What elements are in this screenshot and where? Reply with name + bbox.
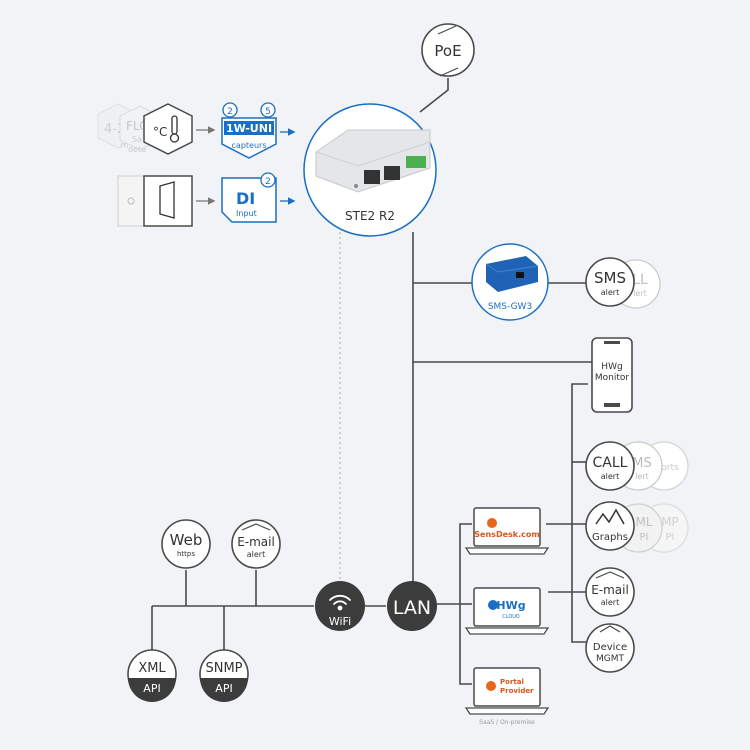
di-title: DI bbox=[236, 189, 255, 208]
wifi-icon bbox=[329, 594, 351, 611]
onewire-badge-right-text: 5 bbox=[265, 107, 271, 117]
device-mgmt-title: Device bbox=[593, 642, 627, 653]
laptops-caption: SaaS / On-premise bbox=[479, 719, 535, 726]
email-right-sub: alert bbox=[601, 598, 619, 607]
graphs-node[interactable]: Graphs bbox=[585, 501, 635, 551]
ghost-label-2: m bbox=[120, 141, 129, 151]
door-sensor-node[interactable] bbox=[143, 175, 193, 227]
onewire-title: 1W-UNI bbox=[226, 122, 272, 135]
wifi-hub[interactable]: WiFi bbox=[315, 581, 365, 631]
call-alert-sub: alert bbox=[601, 472, 619, 481]
thermometer-icon bbox=[169, 115, 180, 143]
portal-provider-laptop[interactable]: Portal Provider bbox=[464, 667, 550, 715]
envelope-icon bbox=[595, 571, 625, 579]
poe-link bbox=[419, 78, 449, 113]
sms-gw-node[interactable]: SMS-GW3 bbox=[471, 243, 549, 321]
email-left-sub: alert bbox=[247, 550, 265, 559]
device-box-icon bbox=[315, 129, 431, 193]
ghost-label-3: FLO bbox=[126, 119, 149, 133]
sms-gateway-box-icon bbox=[485, 256, 539, 292]
sms-alert-title: SMS bbox=[594, 269, 626, 287]
snmp-title: SNMP bbox=[205, 661, 242, 676]
call-alert-node[interactable]: CALL alert bbox=[585, 441, 635, 491]
device-mgmt-node[interactable]: Device MGMT bbox=[585, 623, 635, 673]
di-subtitle: Input bbox=[236, 209, 257, 218]
email-left-title: E-mail bbox=[237, 535, 275, 549]
sensdesk-logo-icon bbox=[487, 518, 497, 528]
ghost-pi-text: PI bbox=[640, 532, 649, 543]
onewire-badge-right bbox=[260, 102, 276, 118]
snmp-sub: API bbox=[215, 682, 232, 695]
phone-speaker-icon bbox=[604, 341, 620, 344]
device-label: STE2 R2 bbox=[345, 209, 395, 223]
email-right-title: E-mail bbox=[591, 583, 629, 597]
web-node[interactable]: Web https bbox=[161, 519, 211, 569]
onewire-badge-left-text: 2 bbox=[227, 107, 233, 117]
ghost-door-sensor bbox=[117, 175, 145, 227]
portal-line1: Portal bbox=[500, 678, 524, 686]
web-title: Web bbox=[170, 531, 203, 549]
portal-line2: Provider bbox=[500, 687, 534, 695]
ghost-mp-text: MP bbox=[661, 515, 679, 529]
device-mgmt-sub: MGMT bbox=[596, 654, 625, 664]
wifi-label: WiFi bbox=[329, 615, 351, 628]
call-alert-title: CALL bbox=[593, 455, 628, 471]
ghost-ports-text: orts bbox=[661, 463, 679, 473]
ghost-sensors: 4-2 m FLO Sa dete bbox=[97, 103, 161, 154]
sensdesk-laptop[interactable]: SensDesk.com bbox=[464, 507, 550, 555]
sensdesk-label: SensDesk.com bbox=[474, 530, 539, 539]
ste2-device-node[interactable]: STE2 R2 bbox=[303, 103, 437, 237]
lan-text-icon: LAN bbox=[393, 597, 431, 619]
ghost-call-sub: lert bbox=[633, 289, 647, 298]
right-bus bbox=[571, 383, 588, 643]
ghost-ms-text: MS bbox=[632, 456, 651, 471]
lan-label: LAN bbox=[393, 597, 431, 619]
hwg-monitor-node[interactable]: HWg Monitor bbox=[591, 337, 633, 413]
sms-gw-label: SMS-GW3 bbox=[488, 302, 532, 312]
door-icon bbox=[159, 181, 175, 219]
hwg-cloud-label: HWg bbox=[496, 599, 525, 612]
poe-label: PoE bbox=[434, 42, 461, 60]
snmp-api-node[interactable]: SNMP API bbox=[199, 649, 249, 702]
email-left-node[interactable]: E-mail alert bbox=[231, 519, 281, 569]
poe-node[interactable]: PoE bbox=[421, 23, 475, 77]
device-mgmt-icon bbox=[599, 625, 621, 633]
xml-api-node[interactable]: XML API bbox=[127, 649, 177, 702]
di-node[interactable]: DI Input 2 bbox=[221, 172, 277, 223]
xml-sub: API bbox=[143, 682, 160, 695]
sms-alert-node[interactable]: SMS alert bbox=[585, 257, 635, 307]
ghost-ml-text: ML bbox=[635, 515, 652, 529]
graphs-title: Graphs bbox=[592, 532, 628, 543]
portal-logo-icon bbox=[486, 681, 496, 691]
onewire-node[interactable]: 1W-UNI capteurs 2 5 bbox=[221, 102, 277, 159]
di-badge bbox=[260, 172, 276, 188]
onewire-subtitle: capteurs bbox=[232, 141, 267, 150]
ghost-ert-text: lert bbox=[635, 472, 649, 481]
ghost-call-title: LL bbox=[632, 272, 648, 288]
temperature-sensor-node[interactable]: °C bbox=[143, 103, 193, 155]
hwg-cloud-sub: CLOUD bbox=[502, 614, 520, 620]
di-badge-text: 2 bbox=[265, 177, 271, 187]
envelope-icon bbox=[241, 523, 271, 531]
graph-line-icon bbox=[595, 508, 625, 525]
ghost-label-5: dete bbox=[128, 145, 146, 154]
hwg-cloud-laptop[interactable]: HWg CLOUD bbox=[464, 587, 550, 635]
onewire-badge-left bbox=[222, 102, 238, 118]
sms-alert-sub: alert bbox=[601, 288, 619, 297]
phone-button-icon bbox=[604, 403, 620, 407]
connection-lines bbox=[151, 78, 598, 685]
email-right-node[interactable]: E-mail alert bbox=[585, 567, 635, 617]
lan-hub[interactable]: LAN bbox=[387, 581, 437, 631]
hwg-monitor-line1: HWg bbox=[601, 362, 622, 372]
hwg-monitor-line2: Monitor bbox=[595, 373, 630, 383]
temp-unit-label: °C bbox=[153, 125, 167, 139]
ghost-label-4: Sa bbox=[132, 135, 142, 144]
hwg-cloud-logo-icon bbox=[488, 600, 498, 610]
ghost-pi2-text: PI bbox=[666, 532, 675, 543]
poe-lightning-icon bbox=[437, 25, 459, 77]
web-sub: https bbox=[177, 550, 195, 558]
xml-title: XML bbox=[138, 661, 166, 676]
